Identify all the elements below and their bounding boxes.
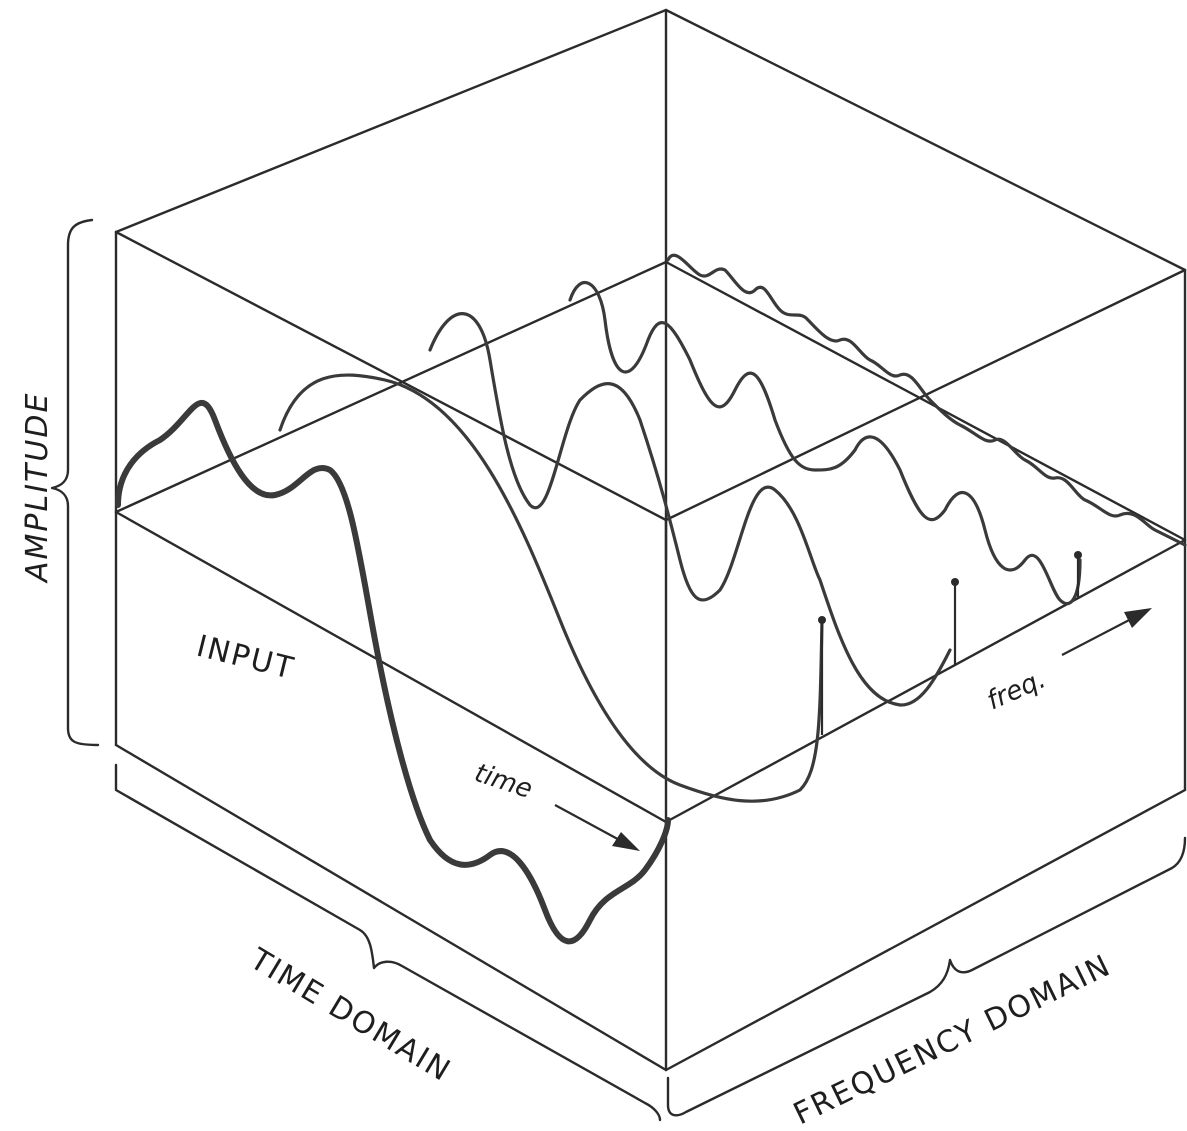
- component-wave-3: [568, 281, 1082, 606]
- spectrum-line-1-tip: [818, 616, 826, 624]
- mid-plane-back-edge: [114, 260, 668, 514]
- input-label: INPUT: [193, 629, 298, 687]
- mid-plane-left-edge: [114, 510, 668, 824]
- frequency-domain-label: FREQUENCY DOMAIN: [788, 948, 1117, 1131]
- component-wave-2: [428, 312, 952, 707]
- input-waveform: [115, 400, 671, 945]
- spectrum-line-3-tip: [1074, 551, 1082, 559]
- component-wave-4: [666, 253, 1187, 547]
- time-domain-label: TIME DOMAIN: [243, 941, 457, 1089]
- time-axis-arrow: [554, 804, 640, 851]
- frequency-domain-brace: [666, 836, 1187, 1117]
- bottom-front-left-edge: [114, 743, 668, 1072]
- component-waves: [278, 253, 1187, 803]
- component-wave-1: [278, 373, 824, 803]
- spectrum-lines: [818, 551, 1082, 735]
- freq-label: freq.: [983, 664, 1051, 716]
- time-domain-brace: [114, 763, 662, 1122]
- mid-plane-right-edge: [664, 538, 1187, 824]
- mid-plane-back-right-edge: [664, 260, 1187, 542]
- frequency-axis-arrow: [1061, 608, 1152, 656]
- bottom-front-right-edge: [664, 788, 1187, 1072]
- back-top-edge: [114, 8, 1187, 272]
- amplitude-brace: [50, 218, 100, 747]
- time-label: time: [471, 758, 536, 805]
- top-front-left-edge: [114, 230, 668, 522]
- amplitude-label: AMPLITUDE: [20, 392, 55, 584]
- spectrum-line-2-tip: [951, 578, 959, 586]
- box-outline: [114, 8, 1187, 1072]
